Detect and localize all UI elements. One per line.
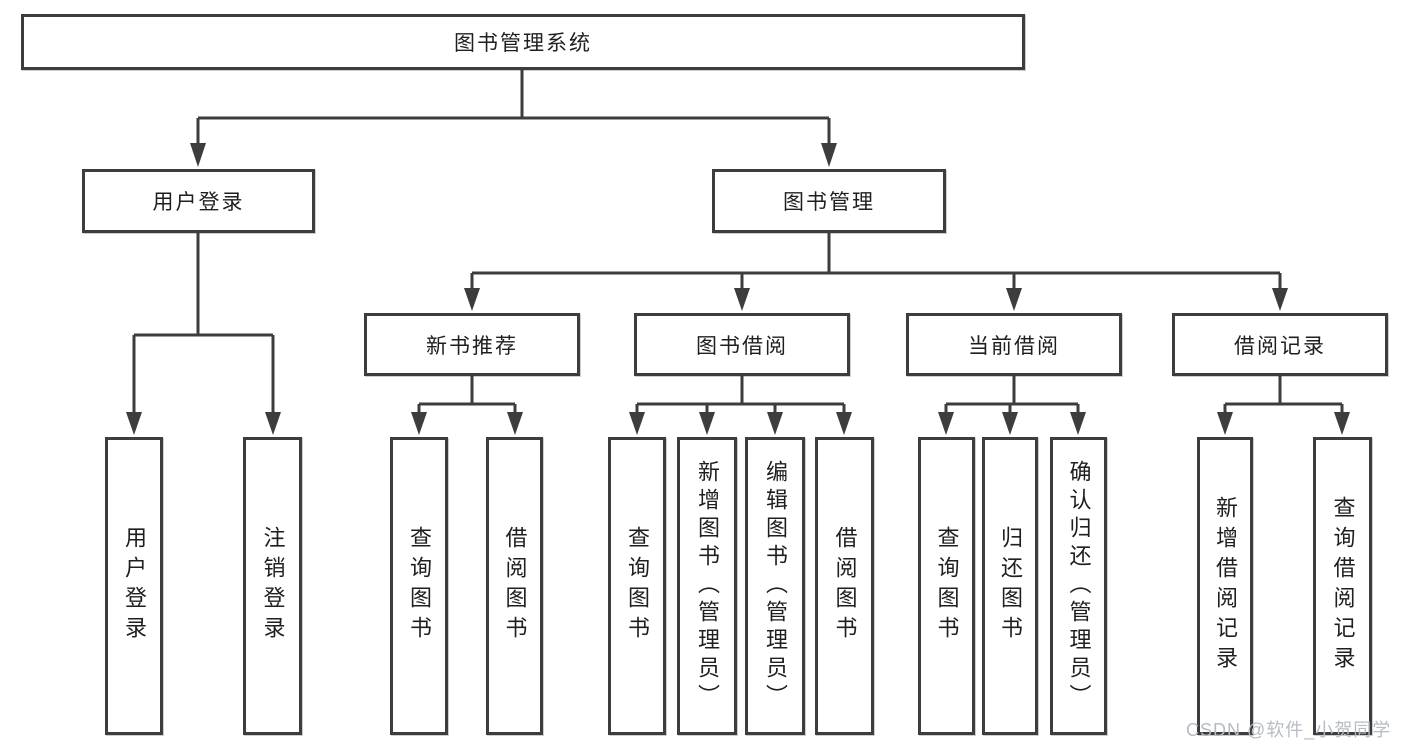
node-root-system: 图书管理系统 — [21, 14, 1025, 70]
node-root-label: 图书管理系统 — [454, 32, 592, 55]
node-book-borrowing-label: 图书借阅 — [696, 334, 788, 358]
leaf-logout: 注销登录 — [243, 437, 302, 735]
node-current-borrowing-label: 当前借阅 — [968, 334, 1060, 358]
node-borrowing-records: 借阅记录 — [1172, 313, 1388, 376]
leaf-query-borrow-record: 查询借阅记录 — [1313, 437, 1372, 735]
leaf-user-login: 用户登录 — [105, 437, 163, 735]
leaf-confirm-return-admin-label: 确认归还（管理员） — [1066, 460, 1092, 712]
leaf-borrow-book-recommend-label: 借阅图书 — [502, 526, 528, 646]
leaf-return-book: 归还图书 — [982, 437, 1038, 735]
leaf-borrow-book-label: 借阅图书 — [832, 526, 858, 646]
leaf-query-book-recommend-label: 查询图书 — [407, 526, 432, 646]
leaf-query-book-borrowing-label: 查询图书 — [625, 526, 650, 646]
leaf-query-borrow-record-label: 查询借阅记录 — [1330, 496, 1356, 676]
leaf-edit-book-admin: 编辑图书（管理员） — [745, 437, 805, 735]
node-user-login: 用户登录 — [82, 169, 315, 233]
csdn-watermark: CSDN @软件_小贺同学 — [1186, 720, 1392, 740]
leaf-query-book-current-label: 查询图书 — [934, 526, 960, 646]
leaf-query-book-recommend: 查询图书 — [390, 437, 448, 735]
leaf-return-book-label: 归还图书 — [998, 526, 1023, 646]
leaf-add-borrow-record-label: 新增借阅记录 — [1213, 496, 1238, 676]
leaf-user-login-label: 用户登录 — [122, 526, 147, 646]
node-user-login-label: 用户登录 — [152, 191, 245, 214]
node-new-book-recommend: 新书推荐 — [364, 313, 580, 376]
leaf-edit-book-admin-label: 编辑图书（管理员） — [763, 460, 788, 712]
node-book-borrowing: 图书借阅 — [634, 313, 850, 376]
leaf-query-book-current: 查询图书 — [918, 437, 975, 735]
leaf-confirm-return-admin: 确认归还（管理员） — [1050, 437, 1107, 735]
node-current-borrowing: 当前借阅 — [906, 313, 1122, 376]
node-book-management-label: 图书管理 — [783, 191, 875, 214]
node-new-book-recommend-label: 新书推荐 — [426, 334, 518, 358]
node-borrowing-records-label: 借阅记录 — [1234, 334, 1326, 358]
leaf-borrow-book: 借阅图书 — [815, 437, 874, 735]
leaf-add-book-admin: 新增图书（管理员） — [677, 437, 737, 735]
leaf-add-borrow-record: 新增借阅记录 — [1197, 437, 1253, 735]
leaf-query-book-borrowing: 查询图书 — [608, 437, 666, 735]
leaf-add-book-admin-label: 新增图书（管理员） — [695, 460, 720, 712]
leaf-logout-label: 注销登录 — [260, 526, 286, 646]
arrowheads — [126, 143, 1350, 435]
leaf-borrow-book-recommend: 借阅图书 — [486, 437, 543, 735]
node-book-management: 图书管理 — [712, 169, 946, 233]
